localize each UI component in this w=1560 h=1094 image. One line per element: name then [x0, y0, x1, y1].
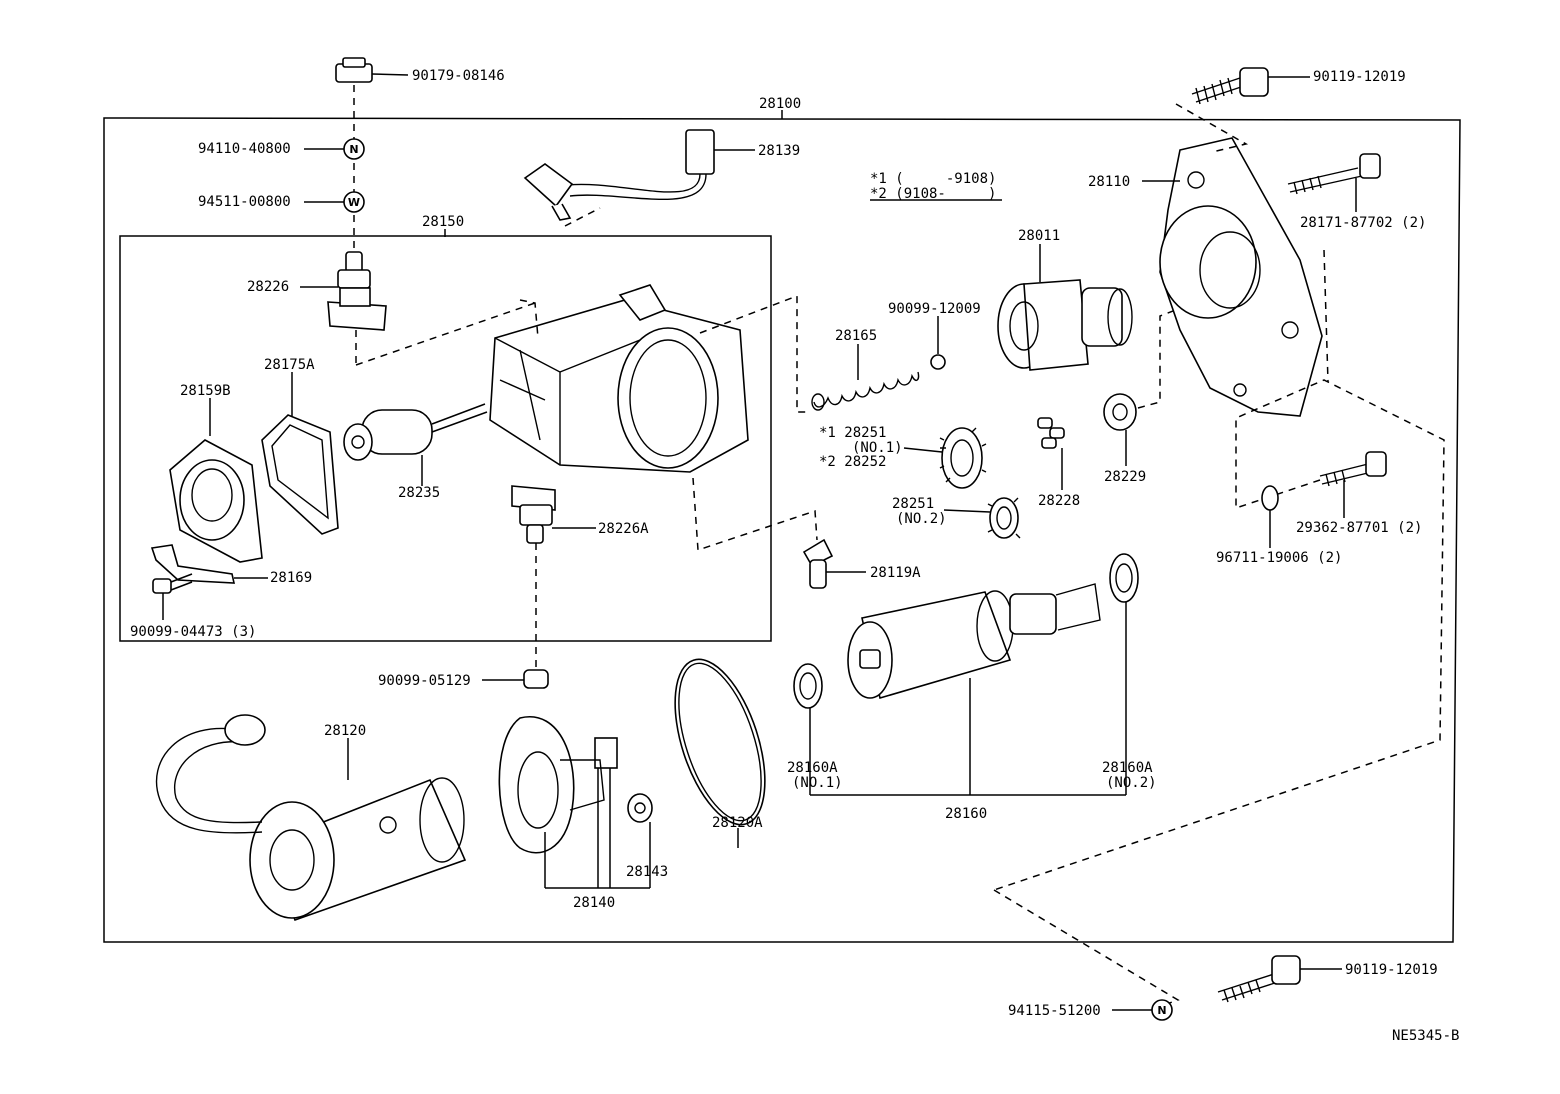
label-28120: 28120: [324, 723, 366, 739]
drive-housing-28110-icon: [1142, 137, 1323, 417]
label-reference-code: NE5345-B: [1392, 1028, 1459, 1044]
assembly-frame-28100: [103, 117, 1461, 943]
label-28110: 28110: [1088, 174, 1130, 190]
svg-text:N: N: [349, 143, 358, 156]
label-28160: 28160: [945, 806, 987, 822]
svg-text:N: N: [1157, 1004, 1166, 1017]
label-28226A: 28226A: [598, 521, 649, 537]
label-28150: 28150: [422, 214, 464, 230]
label-28165: 28165: [835, 328, 877, 344]
label-28160A-no1-a: 28160A: [787, 760, 838, 776]
label-28229: 28229: [1104, 469, 1146, 485]
dash-right-main: [1323, 249, 1329, 383]
clutch-28011-icon: [997, 244, 1133, 371]
o-ring-28120A-icon: [674, 658, 766, 848]
label-90099-12009: 90099-12009: [888, 301, 981, 317]
label-28140: 28140: [573, 895, 615, 911]
dash-28139: [564, 207, 601, 227]
bolt-90119-bottom-icon: [1217, 955, 1342, 1003]
label-28139: 28139: [758, 143, 800, 159]
svg-text:W: W: [348, 196, 360, 209]
label-94110-40800: 94110-40800: [198, 141, 291, 157]
label-28175A: 28175A: [264, 357, 315, 373]
label-28171-87702: 28171-87702 (2): [1300, 215, 1426, 231]
bolt-90119-top-icon: [1191, 67, 1310, 105]
label-29362-87701: 29362-87701 (2): [1296, 520, 1422, 536]
label-90179-08146: 90179-08146: [412, 68, 505, 84]
label-28100: 28100: [759, 96, 801, 112]
brush-holder-28140-icon: [498, 715, 650, 889]
label-96711-19006: 96711-19006 (2): [1216, 550, 1342, 566]
label-28119A: 28119A: [870, 565, 921, 581]
label-28169: 28169: [270, 570, 312, 586]
dash-top-right: [1175, 103, 1249, 153]
spring-28143-icon: [627, 793, 653, 888]
housing-28150-icon: [489, 284, 749, 473]
label-28226: 28226: [247, 279, 289, 295]
label-90099-05129: 90099-05129: [378, 673, 471, 689]
label-28160A-no2-a: 28160A: [1102, 760, 1153, 776]
cover-28159B-icon: [169, 398, 263, 563]
washer-marker-icon: W: [304, 191, 365, 213]
label-28143: 28143: [626, 864, 668, 880]
ball-90099-12009-icon: [930, 316, 946, 370]
dash-housing-right: [699, 294, 810, 413]
terminal-28226-icon: [300, 251, 387, 331]
washer-96711-icon: [1261, 485, 1279, 548]
connector-28119A-icon: [802, 538, 866, 589]
label-28235: 28235: [398, 485, 440, 501]
retainer-28229-icon: [1103, 393, 1137, 466]
label-28251-no1-b: (NO.1): [852, 440, 903, 456]
dash-housing: [519, 299, 539, 339]
armature-28160-icon: [810, 583, 1126, 796]
bearing-28160A-no1-icon: [793, 663, 823, 795]
nut-marker-icon: N: [304, 138, 365, 160]
label-94511-00800: 94511-00800: [198, 194, 291, 210]
bolt-90179-icon: [335, 57, 409, 83]
dash-bottom: [993, 889, 1180, 1011]
label-28228: 28228: [1038, 493, 1080, 509]
label-90119-12019-bottom: 90119-12019: [1345, 962, 1438, 978]
rollers-28228-icon: [1037, 417, 1065, 490]
plate-28169-icon: [150, 544, 268, 584]
yoke-28120-icon: [155, 714, 467, 922]
nut-90099-05129-icon: [482, 669, 549, 689]
label-28251-no2-a: 28251: [892, 496, 934, 512]
label-94115-51200: 94115-51200: [1008, 1003, 1101, 1019]
gasket-28175A-icon: [261, 372, 339, 535]
terminal-28226A-icon: [511, 485, 596, 544]
label-28160A-no1-b: (NO.1): [792, 775, 843, 791]
label-90119-12019-top: 90119-12019: [1313, 69, 1406, 85]
label-28120A: 28120A: [712, 815, 763, 831]
label-28251-no2-b: (NO.2): [896, 511, 947, 527]
bolt-29362-icon: [1319, 451, 1387, 518]
label-note-1: *1 ( -9108): [870, 171, 996, 187]
spring-28165-icon: [811, 344, 920, 411]
label-28160A-no2-b: (NO.2): [1106, 775, 1157, 791]
gear-28251-no2-icon: [943, 497, 1021, 539]
dash-29362: [993, 379, 1445, 891]
bearing-28160A-no2-icon: [1109, 553, 1139, 795]
dash-28226-b: [355, 302, 536, 366]
label-28251-no1-a: *1 28251: [819, 425, 886, 441]
screw-90099-04473-icon: [152, 573, 193, 620]
lead-wire-28139-icon: [523, 129, 755, 221]
nut-94115-marker-icon: N: [1112, 999, 1173, 1021]
dash-housing-bottom: [692, 477, 818, 552]
label-28159B: 28159B: [180, 383, 231, 399]
bolt-28171-icon: [1287, 153, 1381, 212]
plunger-28235-icon: [343, 403, 488, 486]
label-note-2: *2 (9108- ): [870, 186, 996, 202]
label-28252: *2 28252: [819, 454, 886, 470]
label-28011: 28011: [1018, 228, 1060, 244]
gear-28251-no1-icon: [903, 427, 987, 489]
label-90099-04473: 90099-04473 (3): [130, 624, 256, 640]
